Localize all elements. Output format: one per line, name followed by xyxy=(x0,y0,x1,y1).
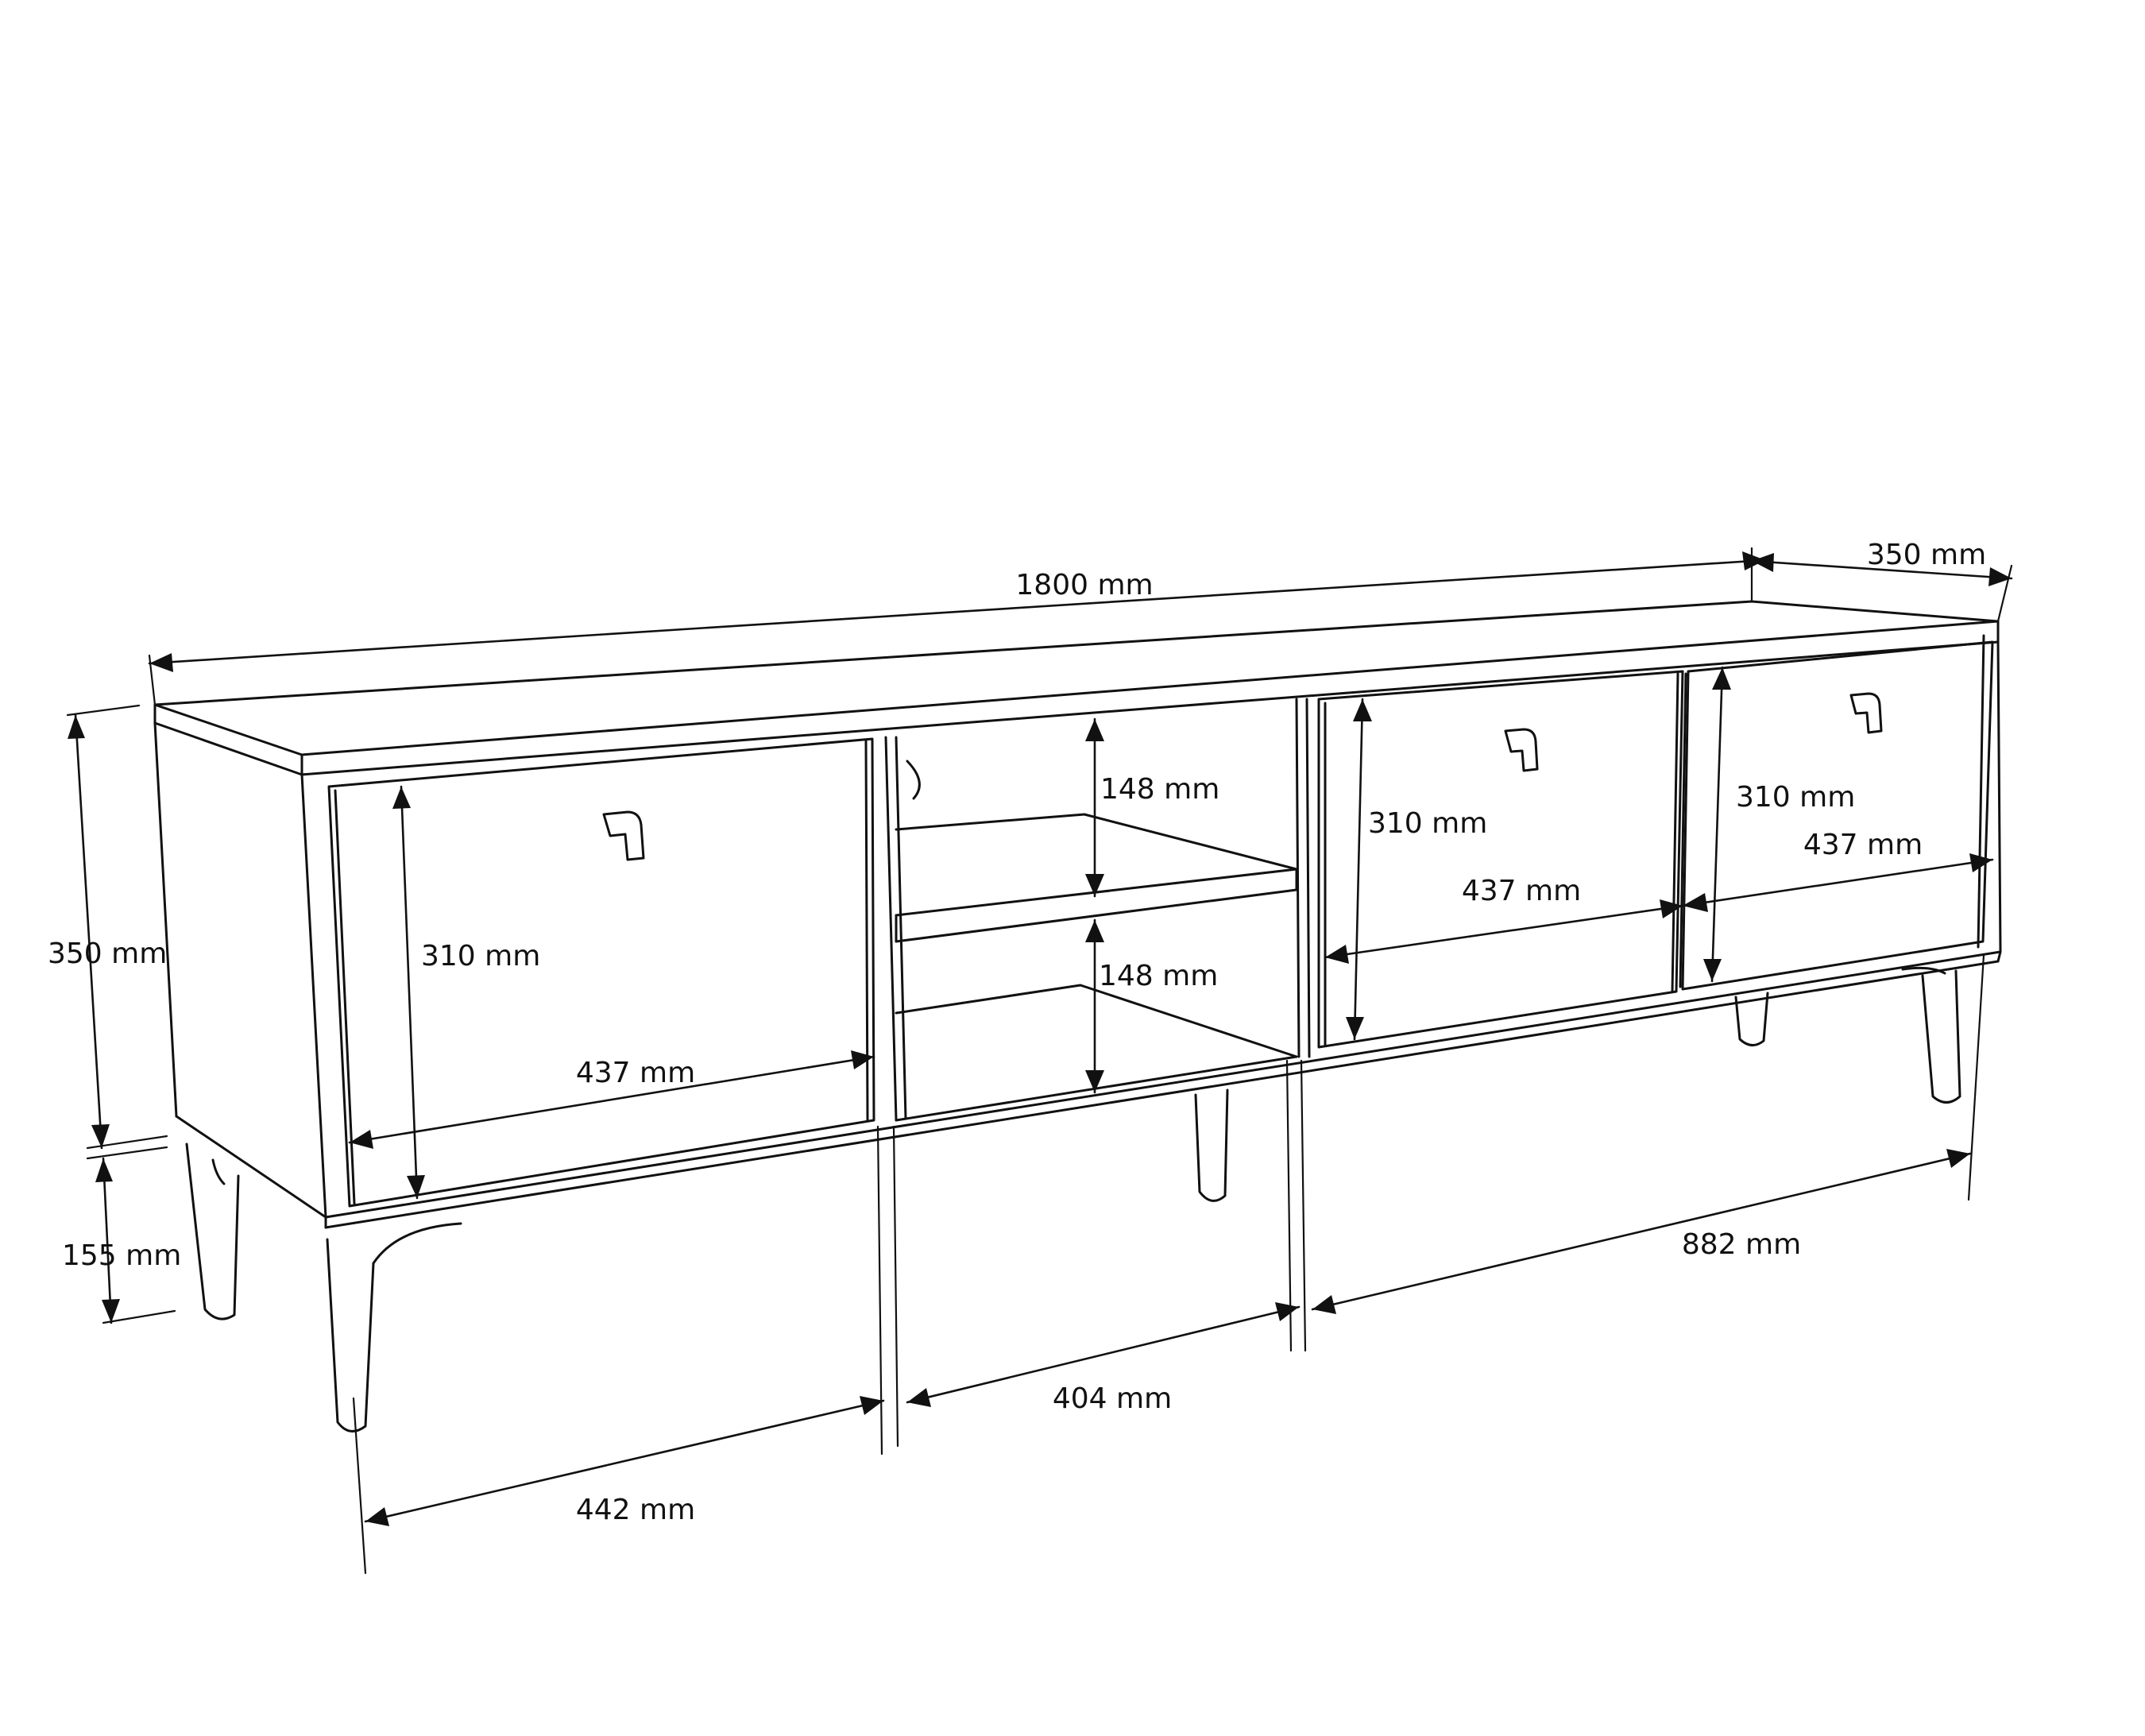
left-door xyxy=(327,737,875,1208)
extension-lines xyxy=(66,547,2013,1575)
dimension-overall-depth: 350 mm xyxy=(1750,539,2013,586)
dimension-overall-width: 1800 mm xyxy=(148,551,1767,672)
dimension-left-door-width: 437 mm xyxy=(348,1050,875,1149)
cabinet-legs xyxy=(185,966,1961,1432)
dim-label-left-door-height: 310 mm xyxy=(421,940,540,972)
dimension-leg-height: 155 mm xyxy=(62,1157,181,1324)
dimension-left-door-height: 310 mm xyxy=(392,785,540,1200)
left-door-handle xyxy=(602,810,645,861)
dimension-door2-width: 437 mm xyxy=(1324,875,1684,964)
dim-label-door3-height: 310 mm xyxy=(1736,781,1855,814)
dim-label-leg-height: 155 mm xyxy=(62,1239,181,1272)
right-door-left-handle xyxy=(1504,728,1539,772)
dim-label-shelf-upper-height: 148 mm xyxy=(1100,773,1219,806)
dim-label-overall-depth: 350 mm xyxy=(1867,539,1986,571)
dimension-door3-height: 310 mm xyxy=(1703,666,1855,983)
dim-label-overall-width: 1800 mm xyxy=(1015,569,1153,601)
dim-label-middle-section-width: 404 mm xyxy=(1053,1382,1172,1415)
right-door-right xyxy=(1679,640,1994,991)
dimension-door2-height: 310 mm xyxy=(1346,698,1487,1041)
front-frame xyxy=(300,634,2002,1229)
dim-label-left-section-width: 442 mm xyxy=(576,1494,695,1526)
right-door-right-handle xyxy=(1849,692,1883,734)
dimension-right-section-width: 882 mm xyxy=(1311,1149,1972,1314)
dim-label-left-door-width: 437 mm xyxy=(576,1057,695,1089)
dimension-middle-section-width: 404 mm xyxy=(906,1302,1301,1415)
dim-label-door2-width: 437 mm xyxy=(1462,875,1581,907)
dimension-body-height: 350 mm xyxy=(48,713,167,1150)
right-door-left xyxy=(1317,670,1684,1049)
dim-label-door2-height: 310 mm xyxy=(1368,807,1487,840)
dim-label-shelf-lower-height: 148 mm xyxy=(1099,960,1218,992)
dimension-left-section-width: 442 mm xyxy=(364,1396,885,1526)
dimension-shelf-lower-height: 148 mm xyxy=(1085,918,1218,1094)
dimension-door3-width: 437 mm xyxy=(1681,829,1994,912)
dim-label-body-height: 350 mm xyxy=(48,938,167,970)
middle-section xyxy=(884,698,1311,1122)
dim-label-right-section-width: 882 mm xyxy=(1682,1228,1801,1261)
dim-label-door3-width: 437 mm xyxy=(1803,829,1923,861)
dimension-shelf-upper-height: 148 mm xyxy=(1085,717,1219,898)
left-side-panel xyxy=(153,721,327,1229)
